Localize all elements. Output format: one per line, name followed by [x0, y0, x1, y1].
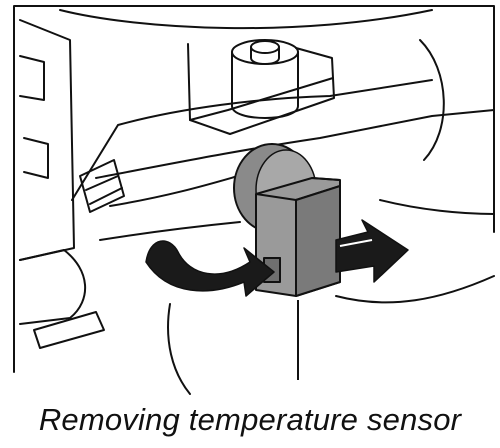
rail-middle	[109, 175, 239, 207]
illustration-svg	[13, 5, 495, 395]
figure-caption: Removing temperature sensor	[38, 402, 462, 437]
temperature-sensor	[255, 177, 341, 297]
upper-panel-edge	[71, 79, 433, 201]
mount-block-face	[189, 77, 334, 121]
lower-right-curve	[335, 275, 495, 304]
lower-tank	[167, 303, 191, 395]
left-foot	[33, 311, 105, 349]
cap-nut-side	[250, 46, 280, 65]
left-clamp	[79, 159, 125, 213]
rail-lower	[99, 221, 241, 241]
left-clamp-rib	[85, 175, 123, 205]
cap-nut	[250, 40, 280, 54]
right-bulge	[419, 39, 445, 161]
left-slot-2	[23, 137, 49, 179]
upper-panel	[59, 9, 433, 30]
rotate-arrow-icon	[145, 240, 275, 297]
housing-outline	[13, 5, 495, 373]
pull-out-arrow-highlight	[339, 239, 373, 247]
left-slot-1	[19, 55, 45, 101]
right-edge-curve	[379, 199, 495, 215]
pull-out-arrow-icon	[335, 219, 409, 283]
left-lower-body	[19, 249, 86, 325]
cap-body	[231, 51, 299, 119]
rail-upper	[95, 109, 495, 179]
mount-block	[187, 43, 335, 135]
